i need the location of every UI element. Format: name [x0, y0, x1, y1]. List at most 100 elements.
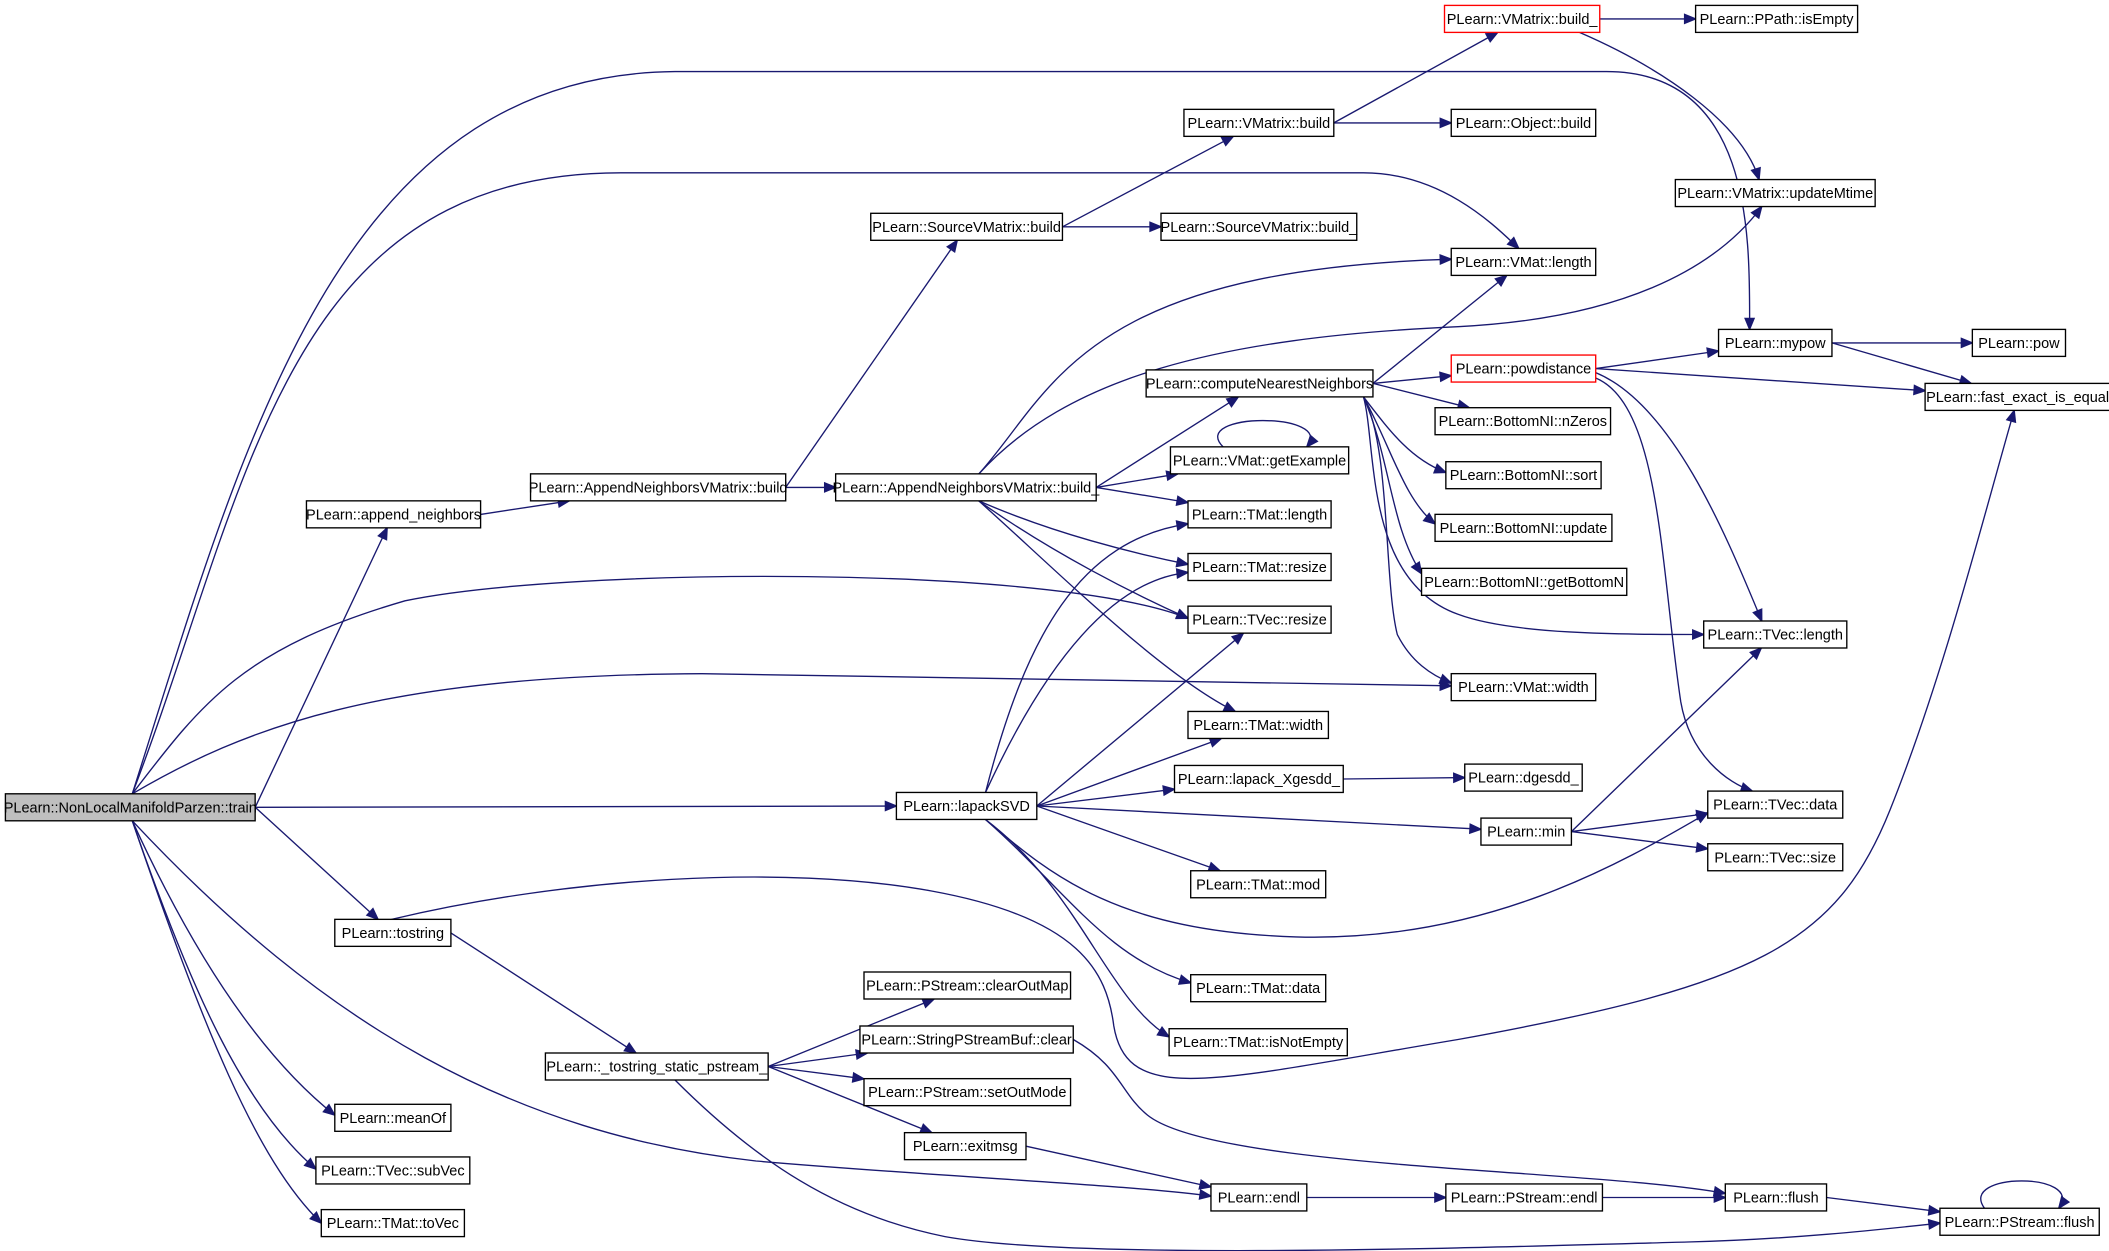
- edge-powdistance-to-fast-exact: [1595, 367, 1926, 392]
- node-box: [1169, 446, 1350, 475]
- node-min[interactable]: PLearn::min: [1480, 817, 1573, 846]
- node-label: PLearn::PStream::endl: [1451, 1190, 1598, 1206]
- edge-cnn-to-tvec-length: [1362, 396, 1704, 636]
- arrow-head: [1230, 632, 1245, 645]
- node-flush[interactable]: PLearn::flush: [1724, 1183, 1828, 1212]
- node-setoutmode[interactable]: PLearn::PStream::setOutMode: [863, 1077, 1072, 1107]
- node-label: PLearn::append_neighbors: [306, 507, 481, 523]
- edge-flush-to-pstream-flush: [1826, 1196, 1941, 1213]
- node-vmat-length[interactable]: PLearn::VMat::length: [1450, 247, 1597, 277]
- edge-getexample-to-getexample: [1217, 419, 1312, 448]
- node-label: PLearn::dgesdd_: [1468, 771, 1579, 787]
- node-label: PLearn::PStream::flush: [1945, 1215, 2095, 1231]
- node-mypow[interactable]: PLearn::mypow: [1717, 328, 1833, 358]
- node-label: PLearn::BottomNI::nZeros: [1439, 414, 1607, 430]
- node-tmat-isnotempty[interactable]: PLearn::TMat::isNotEmpty: [1168, 1028, 1348, 1057]
- node-box: [1187, 605, 1332, 634]
- arrow-head: [1695, 841, 1710, 853]
- node-anvm-build-[interactable]: PLearn::AppendNeighborsVMatrix::build_: [833, 473, 1101, 502]
- node-dgesdd[interactable]: PLearn::dgesdd_: [1464, 763, 1583, 792]
- node-exitmsg[interactable]: PLearn::exitmsg: [903, 1131, 1027, 1161]
- node-tvec-data[interactable]: PLearn::TVec::data: [1707, 790, 1844, 819]
- edge-anvm-build--to-vmat-length: [978, 258, 1452, 475]
- node-pstream-flush[interactable]: PLearn::PStream::flush: [1939, 1207, 2100, 1236]
- node-vmatrix-build[interactable]: PLearn::VMatrix::build: [1183, 108, 1335, 138]
- node-subvec[interactable]: PLearn::TVec::subVec: [315, 1156, 471, 1185]
- node-tvec-resize[interactable]: PLearn::TVec::resize: [1187, 605, 1332, 634]
- node-box: [834, 473, 1097, 502]
- node-svm-build[interactable]: PLearn::SourceVMatrix::build: [870, 212, 1064, 241]
- node-clearoutmap[interactable]: PLearn::PStream::clearOutMap: [863, 971, 1072, 1000]
- edge-powdistance-to-tvec-data: [1595, 377, 1753, 792]
- node-spsb-clear[interactable]: PLearn::StringPStreamBuf::clear: [859, 1025, 1074, 1054]
- arrow-head: [1927, 1204, 1942, 1216]
- node-cnn[interactable]: PLearn::computeNearestNeighbors: [1145, 369, 1374, 398]
- node-anvm-build[interactable]: PLearn::AppendNeighborsVMatrix::build: [529, 473, 788, 502]
- arrow-head: [2057, 1195, 2071, 1210]
- node-box: [1445, 1183, 1604, 1212]
- node-tmat-data[interactable]: PLearn::TMat::data: [1190, 974, 1327, 1003]
- node-updatemtime[interactable]: PLearn::VMatrix::updateMtime: [1674, 178, 1876, 208]
- node-tmat-length[interactable]: PLearn::TMat::length: [1187, 500, 1332, 529]
- arrow-head: [1220, 135, 1235, 147]
- node-label: PLearn::endl: [1218, 1190, 1300, 1206]
- arrow-head: [1156, 1026, 1171, 1038]
- node-lapacksvd[interactable]: PLearn::lapackSVD: [895, 791, 1038, 821]
- arrow-head: [823, 481, 838, 493]
- node-endl[interactable]: PLearn::endl: [1210, 1183, 1308, 1212]
- node-label: PLearn::tostring: [342, 926, 444, 942]
- arrow-head: [1177, 974, 1193, 985]
- edge-vmatrix-build-to-vmatrix-build-: [1333, 31, 1499, 124]
- arrow-head: [377, 526, 388, 541]
- edge-tostring-to-tostring-static: [450, 932, 637, 1054]
- arrow-head: [1484, 31, 1500, 43]
- node-label: PLearn::NonLocalManifoldParzen::train: [4, 800, 257, 816]
- arrow-head: [1198, 1189, 1213, 1200]
- node-vmatrix-build-[interactable]: PLearn::VMatrix::build_: [1443, 4, 1601, 34]
- node-update[interactable]: PLearn::BottomNI::update: [1434, 513, 1613, 543]
- arrow-head: [1422, 512, 1437, 525]
- arrow-head: [1750, 166, 1761, 182]
- arrow-head: [1162, 785, 1177, 797]
- arrow-head: [1750, 205, 1763, 220]
- node-label: PLearn::VMatrix::updateMtime: [1677, 186, 1873, 202]
- edge-lapacksvd-to-tvec-resize: [1036, 632, 1244, 807]
- node-append-neighbors[interactable]: PLearn::append_neighbors: [305, 500, 482, 529]
- node-vmat-width[interactable]: PLearn::VMat::width: [1450, 672, 1597, 702]
- edge-mypow-to-fast-exact: [1831, 342, 1972, 385]
- node-ppath-isempty[interactable]: PLearn::PPath::isEmpty: [1694, 4, 1859, 34]
- node-powdistance[interactable]: PLearn::powdistance: [1450, 354, 1597, 383]
- node-getexample[interactable]: PLearn::VMat::getExample: [1169, 446, 1350, 475]
- node-meanof[interactable]: PLearn::meanOf: [334, 1103, 452, 1132]
- node-tostring[interactable]: PLearn::tostring: [334, 918, 452, 948]
- edge-svm-build-to-vmatrix-build: [1062, 135, 1234, 228]
- node-tvec-size[interactable]: PLearn::TVec::size: [1707, 843, 1844, 872]
- node-fast-exact[interactable]: PLearn::fast_exact_is_equal: [1924, 382, 2109, 412]
- arrow-head: [1439, 254, 1454, 266]
- node-lapack-xgesdd[interactable]: PLearn::lapack_Xgesdd_: [1173, 764, 1344, 794]
- edge-anvm-build--to-getexample: [1096, 473, 1179, 489]
- node-box: [1190, 870, 1327, 899]
- node-object-build[interactable]: PLearn::Object::build: [1450, 108, 1597, 138]
- node-tostring-static[interactable]: PLearn::_tostring_static_pstream_: [544, 1052, 769, 1081]
- node-pow[interactable]: PLearn::pow: [1971, 328, 2067, 358]
- node-box: [1717, 328, 1833, 358]
- node-getbottomn[interactable]: PLearn::BottomNI::getBottomN: [1420, 567, 1628, 597]
- node-pstream-endl[interactable]: PLearn::PStream::endl: [1445, 1183, 1604, 1212]
- node-label: PLearn::lapackSVD: [903, 799, 1030, 815]
- edge-powdistance-to-mypow: [1595, 350, 1719, 370]
- node-box: [4, 793, 256, 822]
- node-sort[interactable]: PLearn::BottomNI::sort: [1445, 461, 1602, 490]
- node-nzeros[interactable]: PLearn::BottomNI::nZeros: [1434, 407, 1612, 436]
- node-tmat-width[interactable]: PLearn::TMat::width: [1187, 710, 1330, 740]
- node-tmat-mod[interactable]: PLearn::TMat::mod: [1190, 870, 1327, 899]
- node-tovec[interactable]: PLearn::TMat::toVec: [320, 1208, 466, 1238]
- node-label: PLearn::BottomNI::getBottomN: [1424, 575, 1624, 591]
- node-train[interactable]: PLearn::NonLocalManifoldParzen::train: [4, 793, 257, 822]
- node-svm-build-[interactable]: PLearn::SourceVMatrix::build_: [1160, 212, 1359, 241]
- edge-cnn-to-powdistance: [1372, 375, 1452, 385]
- node-box: [1420, 567, 1628, 597]
- node-tvec-length[interactable]: PLearn::TVec::length: [1703, 620, 1848, 649]
- arrow-head: [1713, 1191, 1728, 1203]
- node-tmat-resize[interactable]: PLearn::TMat::resize: [1187, 552, 1332, 582]
